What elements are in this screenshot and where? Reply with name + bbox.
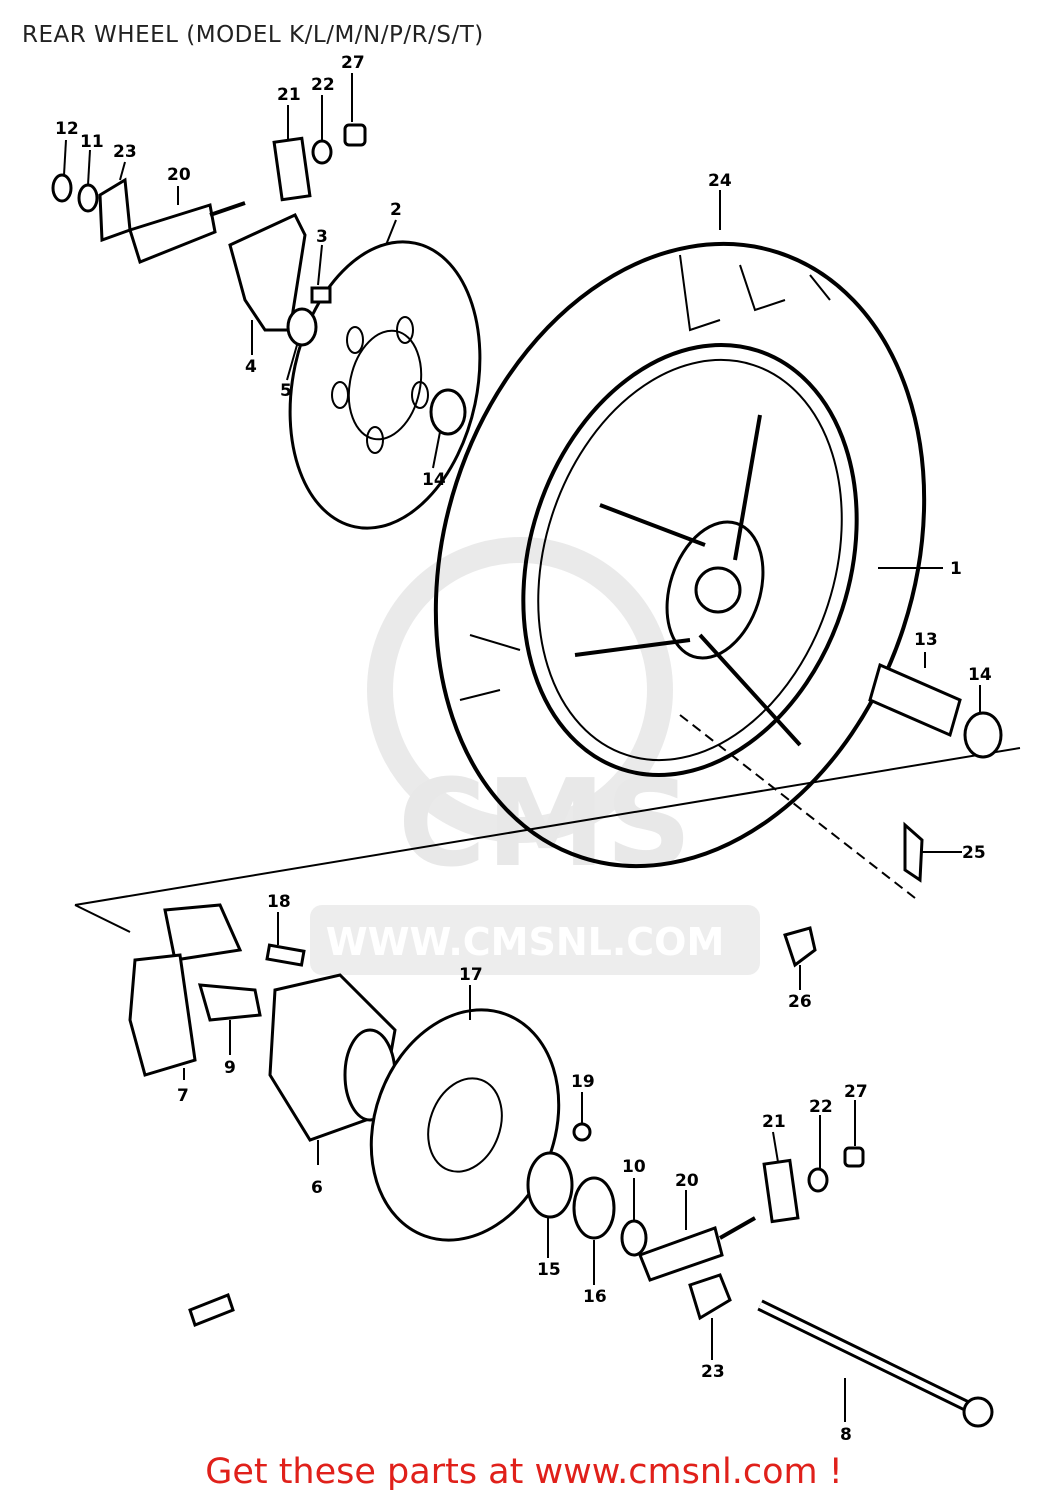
callout-3: 3 [316, 227, 328, 247]
callout-7: 7 [177, 1086, 189, 1106]
callout-25: 25 [962, 843, 986, 863]
right-chain-adjuster [638, 1146, 865, 1321]
callout-labels: 1 2 3 4 5 6 7 8 9 10 11 12 13 14 14 15 1… [55, 53, 992, 1440]
axle-centerline [74, 747, 1021, 906]
callout-27-upper: 27 [341, 53, 365, 73]
exploded-parts-diagram: CMS WWW.CMSNL.COM [51, 53, 1021, 1440]
callout-22-lower: 22 [809, 1097, 833, 1117]
callout-15: 15 [537, 1260, 561, 1280]
callout-9: 9 [224, 1058, 236, 1078]
valve [903, 821, 924, 883]
callout-16: 16 [583, 1287, 607, 1307]
balance-weight [783, 926, 817, 968]
rear-wheel-assembly [433, 241, 927, 869]
left-chain-adjuster [51, 123, 367, 264]
watermark-logo: CMS [398, 755, 692, 894]
callout-8: 8 [840, 1425, 852, 1440]
callout-4: 4 [245, 357, 257, 377]
callout-21-upper: 21 [277, 85, 301, 105]
leader-lines [63, 73, 981, 1422]
rear-axle [757, 1299, 994, 1428]
callout-17: 17 [459, 965, 483, 985]
callout-14-disc: 14 [422, 470, 446, 490]
callout-23-lower: 23 [701, 1362, 725, 1382]
callout-2: 2 [390, 200, 402, 220]
callout-5: 5 [280, 381, 292, 401]
callout-22-upper: 22 [311, 75, 335, 95]
callout-27-lower: 27 [844, 1082, 868, 1102]
callout-6: 6 [311, 1178, 323, 1198]
callout-11: 11 [80, 132, 104, 152]
spare-part [188, 1293, 235, 1327]
callout-26: 26 [788, 992, 812, 1012]
callout-24: 24 [708, 171, 732, 191]
callout-20-upper: 20 [167, 165, 191, 185]
axle-spacer [868, 662, 1003, 759]
collar [286, 307, 318, 347]
page-title: REAR WHEEL (MODEL K/L/M/N/P/R/S/T) [22, 22, 484, 48]
callout-12: 12 [55, 119, 79, 139]
oil-seal [572, 1176, 616, 1240]
brake-disc [288, 240, 482, 530]
callout-19: 19 [571, 1072, 595, 1092]
watermark: CMS WWW.CMSNL.COM [310, 537, 760, 975]
callout-14-right: 14 [968, 665, 992, 685]
callout-21-lower: 21 [762, 1112, 786, 1132]
bolt [310, 286, 332, 304]
callout-13: 13 [914, 630, 938, 650]
callout-10: 10 [622, 1157, 646, 1177]
callout-20-lower: 20 [675, 1171, 699, 1191]
footer-link[interactable]: Get these parts at www.cmsnl.com ! [205, 1452, 843, 1492]
callout-23-upper: 23 [113, 142, 137, 162]
callout-1: 1 [950, 559, 962, 579]
bearing [526, 1151, 574, 1219]
nut [572, 1122, 592, 1142]
axle-centerline-end [74, 904, 131, 933]
washer [620, 1219, 648, 1257]
bearing-disc-side [429, 388, 467, 436]
callout-18: 18 [267, 892, 291, 912]
hub-damper [128, 903, 262, 1077]
watermark-url: WWW.CMSNL.COM [326, 920, 725, 964]
